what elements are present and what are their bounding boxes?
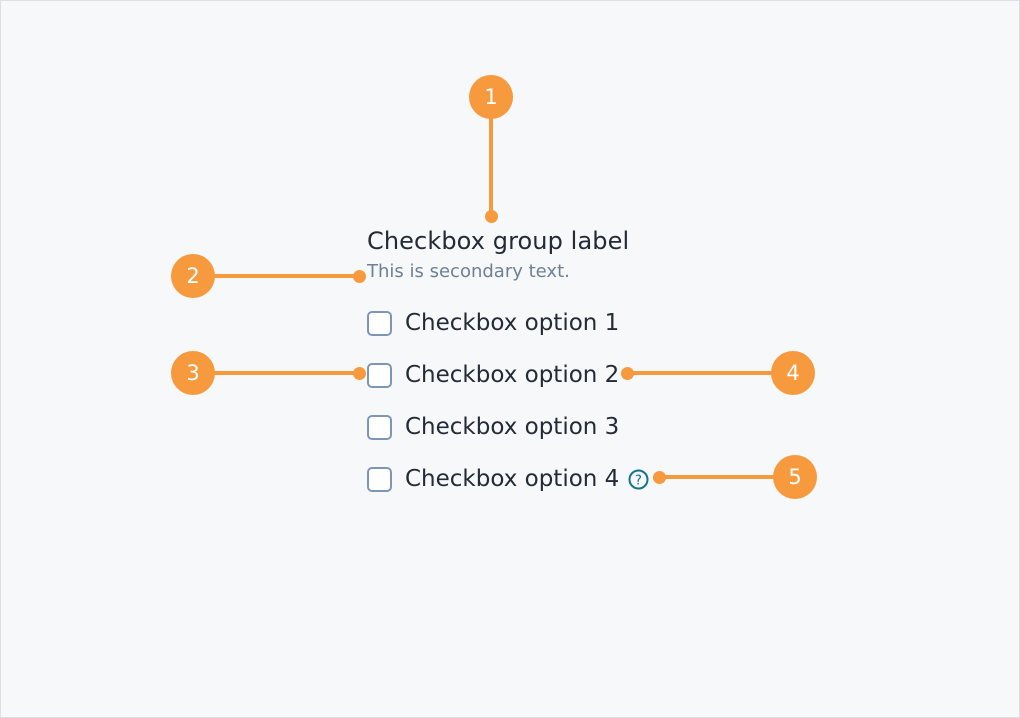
checkbox-row-2[interactable]: Checkbox option 2 (367, 349, 697, 401)
checkbox-input-1[interactable] (367, 310, 392, 336)
callout-5-leader-line (658, 475, 798, 479)
checkbox-label-1[interactable]: Checkbox option 1 (405, 310, 620, 336)
checkbox-row-4[interactable]: Checkbox option 4 ? (367, 453, 697, 505)
callout-2-leader-line (193, 274, 361, 278)
checkbox-group-label: Checkbox group label (367, 227, 630, 255)
callout-4-leader-line (625, 371, 795, 375)
callout-3-leader-dot (353, 366, 366, 380)
checkbox-label-4[interactable]: Checkbox option 4 (405, 466, 620, 492)
callout-4-leader-dot (621, 366, 634, 380)
checkbox-group-secondary-text: This is secondary text. (367, 261, 570, 282)
help-circle-icon[interactable]: ? (628, 469, 649, 490)
svg-text:?: ? (635, 473, 642, 488)
callout-badge-2[interactable]: 2 (171, 254, 215, 298)
callout-3-leader-line (193, 371, 361, 375)
checkbox-input-4[interactable] (367, 466, 392, 492)
checkbox-row-3[interactable]: Checkbox option 3 (367, 401, 697, 453)
callout-2-leader-dot (353, 269, 366, 283)
callout-badge-4[interactable]: 4 (771, 351, 815, 395)
checkbox-input-3[interactable] (367, 414, 392, 440)
checkbox-list: Checkbox option 1 Checkbox option 2 Chec… (367, 297, 697, 505)
callout-5-leader-dot (653, 470, 666, 484)
callout-badge-3[interactable]: 3 (171, 351, 215, 395)
callout-badge-1[interactable]: 1 (469, 75, 513, 119)
checkbox-label-2[interactable]: Checkbox option 2 (405, 362, 620, 388)
checkbox-input-2[interactable] (367, 362, 392, 388)
callout-1-leader-dot (484, 210, 498, 223)
callout-1-leader-line (489, 97, 493, 217)
checkbox-row-1[interactable]: Checkbox option 1 (367, 297, 697, 349)
checkbox-group: Checkbox group label This is secondary t… (367, 225, 697, 505)
checkbox-label-3[interactable]: Checkbox option 3 (405, 414, 620, 440)
callout-badge-5[interactable]: 5 (773, 455, 817, 499)
